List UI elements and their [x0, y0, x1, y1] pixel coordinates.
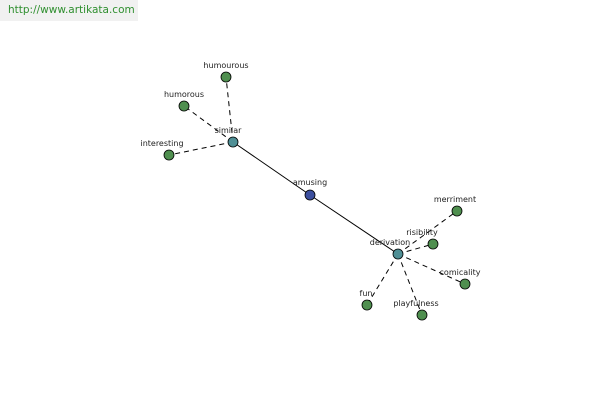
edge-derivation-risibility: [397, 243, 434, 255]
node-playfulness[interactable]: [416, 309, 428, 321]
node-derivation[interactable]: [392, 248, 404, 260]
site-url[interactable]: http://www.artikata.com: [8, 4, 135, 16]
edge-derivation-playfulness: [397, 253, 423, 316]
node-similar[interactable]: [227, 136, 239, 148]
graph-edges: [168, 76, 466, 316]
node-label-playfulness[interactable]: playfulness: [393, 299, 438, 308]
node-fun[interactable]: [361, 299, 373, 311]
node-comicality[interactable]: [459, 278, 471, 290]
node-label-merriment[interactable]: merriment: [434, 195, 476, 204]
node-humourous[interactable]: [220, 71, 232, 83]
node-label-humorous[interactable]: humorous: [164, 90, 204, 99]
edge-similar-humourous: [225, 76, 234, 143]
node-label-derivation[interactable]: derivation: [370, 238, 410, 247]
node-label-similar[interactable]: similar: [215, 126, 243, 135]
node-amusing[interactable]: [304, 189, 316, 201]
edge-derivation-comicality: [397, 253, 466, 285]
node-label-humourous[interactable]: humourous: [203, 61, 248, 70]
node-label-interesting[interactable]: interesting: [140, 139, 183, 148]
node-merriment[interactable]: [451, 205, 463, 217]
url-bar: http://www.artikata.com: [0, 0, 138, 21]
node-label-fun[interactable]: fun: [360, 289, 373, 298]
edge-derivation-merriment: [397, 210, 458, 255]
node-label-amusing[interactable]: amusing: [293, 178, 327, 187]
graph-labels: amusing similar derivation humourous humorou…: [140, 61, 480, 308]
node-interesting[interactable]: [163, 149, 175, 161]
node-risibility[interactable]: [427, 238, 439, 250]
node-label-risibility[interactable]: risibility: [406, 228, 438, 237]
edge-similar-humorous: [183, 105, 234, 143]
edge-similar-interesting: [168, 141, 234, 156]
edge-amusing-similar: [232, 141, 311, 196]
node-humorous[interactable]: [178, 100, 190, 112]
node-label-comicality[interactable]: comicality: [440, 268, 481, 277]
graph-nodes: [163, 71, 471, 321]
edge-derivation-fun: [366, 253, 399, 306]
edge-amusing-derivation: [309, 194, 399, 255]
